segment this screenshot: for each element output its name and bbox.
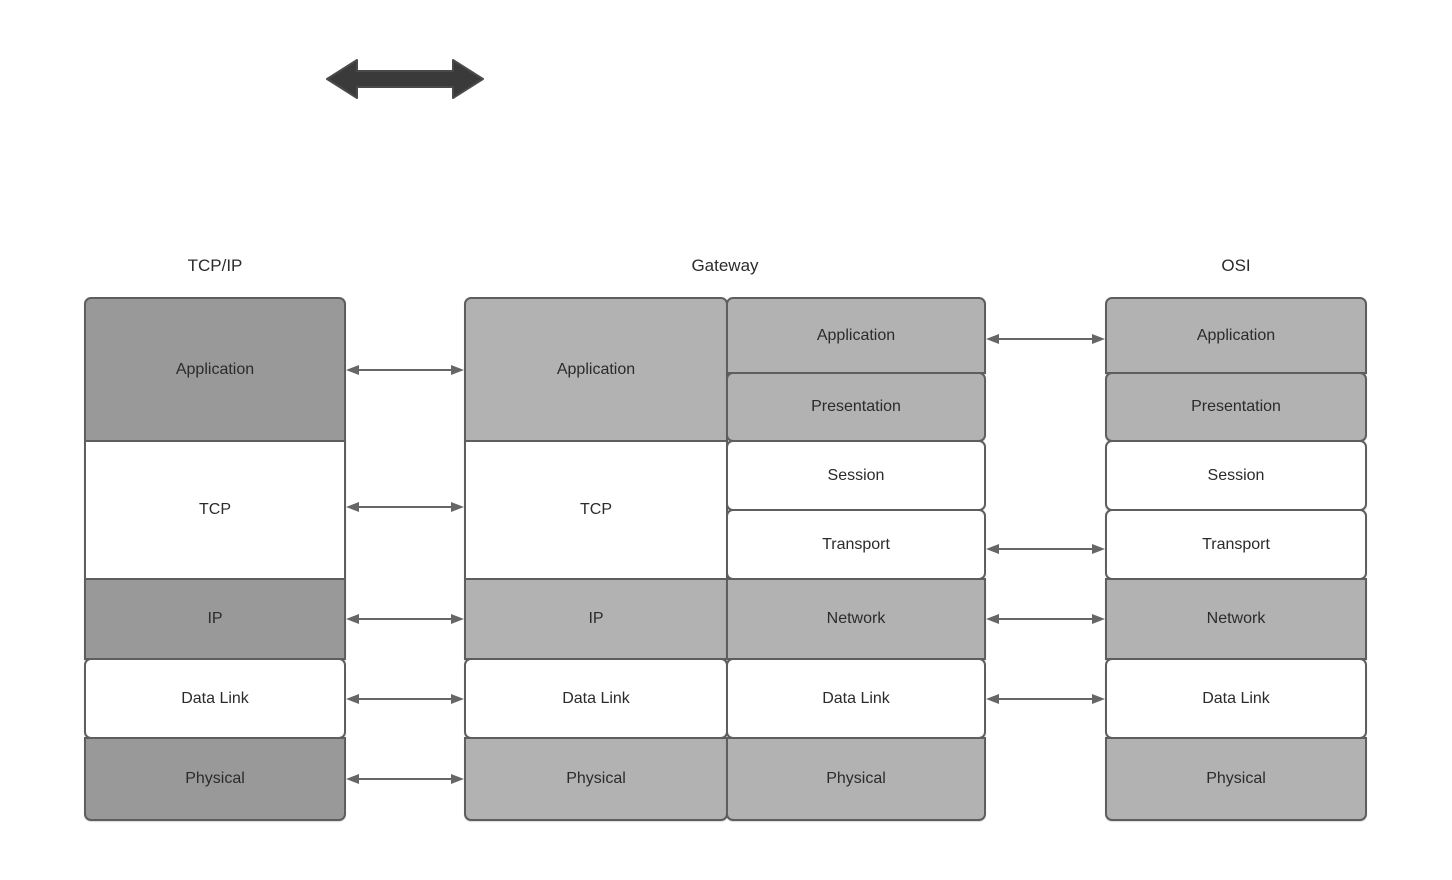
osi-layer-physical[interactable]: Physical xyxy=(1105,737,1367,821)
osi-layer-application[interactable]: Application xyxy=(1105,297,1367,374)
tcpip-stack: Application TCP IP Data Link Physical xyxy=(84,297,346,821)
gateway-left-layer-ip[interactable]: IP xyxy=(464,578,728,660)
connector-gateway-osi-transport xyxy=(986,541,1105,557)
osi-layer-data-link[interactable]: Data Link xyxy=(1105,658,1367,739)
connector-tcpip-gateway-ip xyxy=(346,611,464,627)
gateway-right-layer-session[interactable]: Session xyxy=(726,440,986,511)
gateway-left-layer-data-link[interactable]: Data Link xyxy=(464,658,728,739)
osi-layer-session[interactable]: Session xyxy=(1105,440,1367,511)
gateway-right-layer-transport[interactable]: Transport xyxy=(726,509,986,580)
connector-tcpip-gateway-data-link xyxy=(346,691,464,707)
bidirectional-arrow-icon xyxy=(325,55,485,103)
tcpip-layer-tcp[interactable]: TCP xyxy=(84,440,346,580)
osi-layer-network[interactable]: Network xyxy=(1105,578,1367,660)
gateway-left-layer-application[interactable]: Application xyxy=(464,297,728,442)
connector-gateway-osi-application xyxy=(986,331,1105,347)
column-title-gateway: Gateway xyxy=(691,256,759,275)
tcpip-layer-application[interactable]: Application xyxy=(84,297,346,442)
tcpip-layer-ip[interactable]: IP xyxy=(84,578,346,660)
gateway-left-layer-physical[interactable]: Physical xyxy=(464,737,728,821)
tcpip-layer-data-link[interactable]: Data Link xyxy=(84,658,346,739)
osi-layer-presentation[interactable]: Presentation xyxy=(1105,372,1367,442)
gateway-right-layer-application[interactable]: Application xyxy=(726,297,986,374)
connector-tcpip-gateway-application xyxy=(346,362,464,378)
connector-tcpip-gateway-tcp xyxy=(346,499,464,515)
column-title-tcpip: TCP/IP xyxy=(187,256,243,275)
connector-gateway-osi-network xyxy=(986,611,1105,627)
connector-tcpip-gateway-physical xyxy=(346,771,464,787)
osi-stack: Application Presentation Session Transpo… xyxy=(1105,297,1367,821)
gateway-right-layer-data-link[interactable]: Data Link xyxy=(726,658,986,739)
column-title-osi: OSI xyxy=(1221,256,1251,275)
gateway-right-layer-presentation[interactable]: Presentation xyxy=(726,372,986,442)
osi-layer-transport[interactable]: Transport xyxy=(1105,509,1367,580)
connector-gateway-osi-data-link xyxy=(986,691,1105,707)
gateway-left-stack: Application TCP IP Data Link Physical xyxy=(464,297,728,821)
gateway-right-layer-network[interactable]: Network xyxy=(726,578,986,660)
tcpip-layer-physical[interactable]: Physical xyxy=(84,737,346,821)
gateway-left-layer-tcp[interactable]: TCP xyxy=(464,440,728,580)
gateway-right-stack: Application Presentation Session Transpo… xyxy=(726,297,986,821)
gateway-right-layer-physical[interactable]: Physical xyxy=(726,737,986,821)
